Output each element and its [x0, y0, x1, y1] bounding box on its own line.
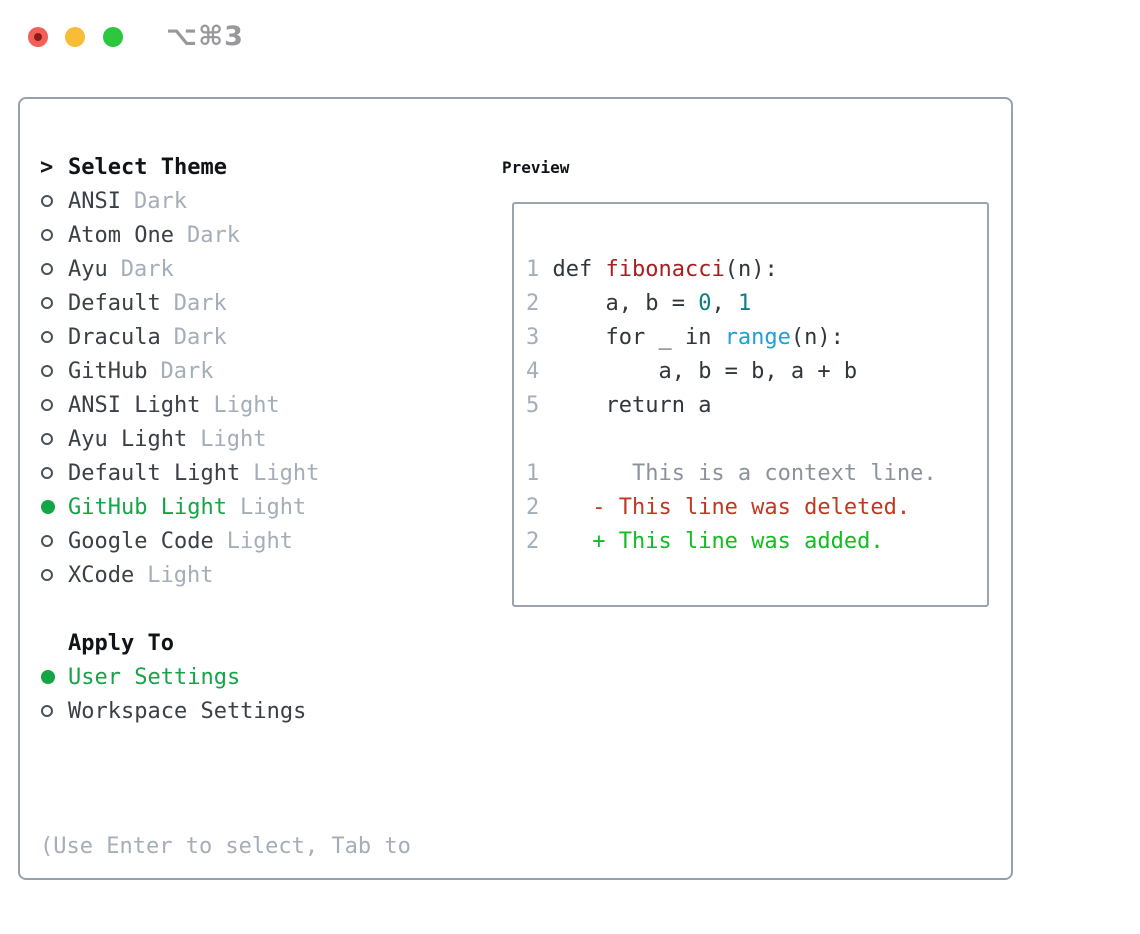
- option-label: Ayu Light: [68, 426, 188, 452]
- option-tag: Light: [147, 562, 214, 588]
- radio-icon: [40, 535, 68, 547]
- radio-icon: [40, 195, 68, 207]
- code-line: 2 + This line was added.: [526, 528, 884, 554]
- option-tag: Dark: [133, 188, 187, 214]
- prompt-caret: >: [40, 154, 54, 180]
- option-label: Workspace Settings: [68, 698, 307, 724]
- radio-circle: [41, 569, 53, 581]
- option-tag: Dark: [173, 290, 227, 316]
- radio-circle: [41, 670, 55, 684]
- theme-option-ayu-light[interactable]: Ayu Light Light: [40, 422, 319, 456]
- theme-option-ayu[interactable]: Ayu Dark: [40, 252, 319, 286]
- radio-circle: [41, 229, 53, 241]
- zoom-button[interactable]: [103, 27, 123, 47]
- apply-to-title: Apply To: [68, 630, 174, 656]
- theme-option-ansi[interactable]: ANSI Dark: [40, 184, 319, 218]
- theme-option-xcode[interactable]: XCode Light: [40, 558, 319, 592]
- option-label: User Settings: [68, 664, 241, 690]
- option-tag: Light: [213, 392, 280, 418]
- code-line: 5 return a: [526, 392, 712, 418]
- radio-icon: [40, 467, 68, 479]
- radio-selected-icon: [40, 500, 68, 514]
- radio-icon: [40, 365, 68, 377]
- option-tag: Light: [253, 460, 320, 486]
- option-label: Atom One: [68, 222, 174, 248]
- option-label: Default Light: [68, 460, 241, 486]
- window-title: ⌥⌘3: [166, 21, 244, 52]
- option-label: Ayu: [68, 256, 108, 282]
- option-label: Google Code: [68, 528, 214, 554]
- radio-circle: [41, 535, 53, 547]
- theme-option-github[interactable]: GitHub Dark: [40, 354, 319, 388]
- code-line: [526, 422, 987, 456]
- code-line: 2 - This line was deleted.: [526, 494, 911, 520]
- apply-to-header: Apply To: [40, 626, 306, 660]
- hint-line-1: (Use Enter to select, Tab to: [40, 834, 411, 859]
- radio-circle: [41, 433, 53, 445]
- radio-icon: [40, 433, 68, 445]
- radio-circle: [41, 500, 55, 514]
- option-tag: Dark: [186, 222, 240, 248]
- radio-icon: [40, 263, 68, 275]
- theme-option-github-light[interactable]: GitHub Light Light: [40, 490, 319, 524]
- radio-icon: [40, 569, 68, 581]
- option-tag: Light: [200, 426, 267, 452]
- theme-option-default[interactable]: Default Dark: [40, 286, 319, 320]
- code-line: 2 a, b = 0, 1: [526, 290, 752, 316]
- option-label: ANSI Light: [68, 392, 201, 418]
- theme-list-title: Select Theme: [68, 154, 227, 180]
- radio-circle: [41, 467, 53, 479]
- theme-option-default-light[interactable]: Default Light Light: [40, 456, 319, 490]
- radio-circle: [41, 195, 53, 207]
- code-line: 4 a, b = b, a + b: [526, 358, 858, 384]
- option-label: XCode: [68, 562, 135, 588]
- option-label: ANSI: [68, 188, 121, 214]
- radio-icon: [40, 331, 68, 343]
- theme-option-atom-one[interactable]: Atom One Dark: [40, 218, 319, 252]
- keyboard-hint: (Use Enter to select, Tab to change focu…: [40, 762, 411, 934]
- code-line: 1 This is a context line.: [526, 460, 937, 486]
- minimize-button[interactable]: [65, 27, 85, 47]
- radio-selected-icon: [40, 670, 68, 684]
- radio-circle: [41, 365, 53, 377]
- code-line: 3 for _ in range(n):: [526, 324, 844, 350]
- option-tag: Dark: [120, 256, 174, 282]
- code-line: 1 def fibonacci(n):: [526, 256, 778, 282]
- radio-circle: [41, 263, 53, 275]
- radio-circle: [41, 297, 53, 309]
- preview-title: Preview: [502, 157, 570, 177]
- option-label: GitHub: [68, 358, 148, 384]
- option-tag: Light: [239, 494, 307, 520]
- radio-icon: [40, 705, 68, 717]
- radio-circle: [41, 331, 53, 343]
- radio-icon: [40, 297, 68, 309]
- apply-option-user-settings[interactable]: User Settings: [40, 660, 306, 694]
- theme-preview-box: 1 def fibonacci(n): 2 a, b = 0, 1 3 for _ …: [512, 202, 989, 607]
- apply-option-workspace-settings[interactable]: Workspace Settings: [40, 694, 306, 728]
- option-label: Default: [68, 290, 161, 316]
- radio-icon: [40, 399, 68, 411]
- close-button[interactable]: [28, 27, 48, 47]
- radio-circle: [41, 399, 53, 411]
- theme-option-dracula[interactable]: Dracula Dark: [40, 320, 319, 354]
- theme-list-header: > Select Theme: [40, 150, 319, 184]
- radio-circle: [41, 705, 53, 717]
- option-tag: Dark: [173, 324, 227, 350]
- title-bar: ⌥⌘3: [0, 0, 1140, 75]
- option-label: GitHub Light: [68, 494, 227, 520]
- radio-icon: [40, 229, 68, 241]
- option-tag: Light: [226, 528, 293, 554]
- option-tag: Dark: [160, 358, 214, 384]
- theme-option-ansi-light[interactable]: ANSI Light Light: [40, 388, 319, 422]
- code-preview: 1 def fibonacci(n): 2 a, b = 0, 1 3 for _ …: [526, 252, 987, 558]
- theme-option-google-code[interactable]: Google Code Light: [40, 524, 319, 558]
- option-label: Dracula: [68, 324, 161, 350]
